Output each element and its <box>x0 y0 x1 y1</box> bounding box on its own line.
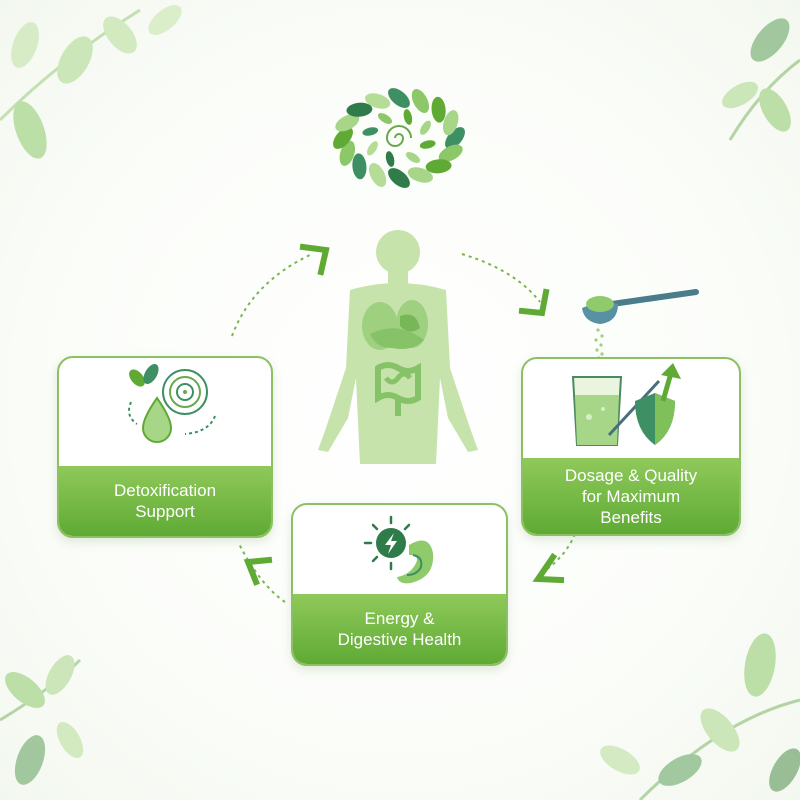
water-drop-icon <box>141 396 173 443</box>
dosage-label-line-3: Benefits <box>600 507 662 527</box>
energy-label-line-1: Energy & <box>364 609 435 628</box>
swirl-leaf <box>385 151 395 167</box>
cycle-arrow-icon <box>243 556 273 586</box>
cycle-arrow-icon <box>299 243 330 276</box>
cycle-arrow-icon <box>518 288 550 317</box>
detox-label-line-1: Detoxification <box>113 481 217 500</box>
swirl-leaf <box>388 88 410 108</box>
swirl-leaf <box>420 120 431 135</box>
swirl-leaf <box>339 140 356 166</box>
swirl-leaf <box>438 144 463 162</box>
card-label-band: Dosage & Quality for Maximum Benefits <box>523 458 739 534</box>
swirl-leaf <box>403 109 413 125</box>
shield-icon <box>635 393 675 445</box>
swirl-leaf <box>367 141 378 156</box>
swirl-leaf <box>362 127 379 136</box>
human-body-icon <box>318 230 478 464</box>
card-detoxification: Detoxification Support <box>57 356 273 538</box>
swirl-leaf <box>377 113 393 124</box>
swirl-leaf <box>411 89 430 113</box>
dosage-label-line-1: Dosage & Quality <box>564 465 698 485</box>
swirl-leaf <box>425 159 452 174</box>
swirl-leaf <box>445 127 465 149</box>
swirl-leaf <box>419 140 436 149</box>
swirl-leaf <box>405 152 421 163</box>
swirl-leaf <box>346 102 373 117</box>
swirl-leaf <box>442 110 459 136</box>
card-label-band: Detoxification Support <box>59 466 271 536</box>
stomach-icon <box>397 540 434 584</box>
scoop-icon <box>582 289 699 360</box>
cycle-arrow-icon <box>532 552 565 584</box>
dosage-illustration <box>571 363 681 446</box>
swirl-leaf <box>333 127 353 149</box>
glass-icon <box>571 376 623 446</box>
sun-bolt-icon <box>363 515 411 571</box>
energy-label-line-2: Digestive Health <box>337 630 462 649</box>
card-energy-digestive: Energy & Digestive Health <box>291 503 508 666</box>
swirl-leaf <box>335 114 360 132</box>
spiral-icon <box>162 369 208 415</box>
card-label-band: Energy & Digestive Health <box>293 594 506 664</box>
swirl-leaf <box>368 163 387 187</box>
swirl-leaf <box>388 168 410 188</box>
swirl-leaf <box>365 93 391 109</box>
detox-illustration <box>128 364 216 443</box>
leaf-swirl-logo <box>333 88 465 188</box>
detox-label-line-2: Support <box>135 502 195 521</box>
energy-illustration <box>363 515 434 584</box>
swirl-leaf <box>407 167 433 183</box>
swirl-leaf <box>431 96 446 123</box>
card-dosage-quality: Dosage & Quality for Maximum Benefits <box>521 357 741 536</box>
dosage-label-line-2: for Maximum <box>581 486 681 506</box>
swirl-leaf <box>352 153 367 180</box>
up-arrow-icon <box>660 363 681 402</box>
